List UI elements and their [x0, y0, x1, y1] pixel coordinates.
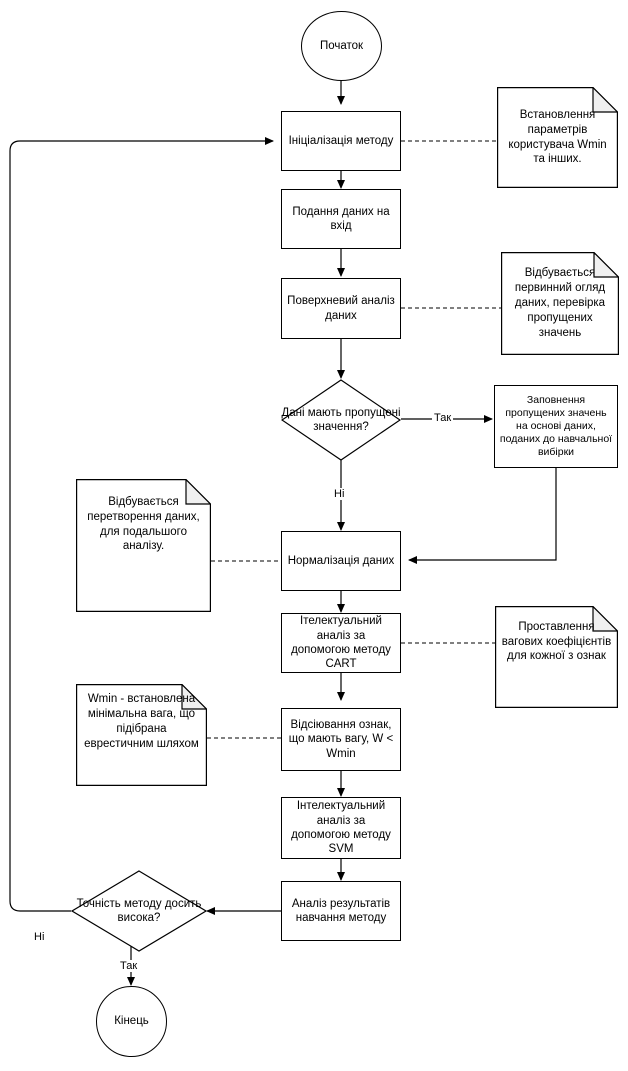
node-input-data[interactable]: Подання даних на вхід	[281, 189, 401, 249]
node-fill-missing-values[interactable]: Заповнення пропущених значень на основі …	[494, 385, 618, 468]
node-end-label: Кінець	[114, 1015, 149, 1028]
note-init-parameters-label: Встановлення параметрів користувача Wmin…	[508, 108, 607, 166]
decision-missing-shape	[281, 379, 401, 461]
node-input-data-label: Подання даних на вхід	[292, 205, 390, 232]
node-normalization[interactable]: Нормалізація даних	[281, 531, 401, 591]
node-decision-accuracy[interactable]: Точність методу досить висока?	[71, 870, 207, 952]
node-decision-accuracy-label: Точність методу досить висока?	[76, 897, 202, 924]
node-surface-analysis[interactable]: Поверхневий аналіз даних	[281, 278, 401, 339]
note-wmin: Wmin - встановлена мінімальна вага, що п…	[76, 684, 207, 786]
note-surface-analysis-shape	[501, 252, 619, 355]
note-normalization: Відбувається перетворення даних, для под…	[76, 479, 211, 612]
note-cart-weights: Проставлення вагових коефіцієнтів для ко…	[495, 606, 618, 708]
node-decision-missing-values[interactable]: Дані мають пропущені значення?	[281, 379, 401, 461]
edge-label-missing-no: Ні	[332, 488, 347, 500]
note-surface-analysis: Відбувається первинний огляд даних, пере…	[501, 252, 619, 355]
node-feature-filtering-label: Відсіювання ознак, що мають вагу, W < Wm…	[288, 718, 394, 760]
node-decision-missing-values-label: Дані мають пропущені значення?	[281, 406, 401, 433]
node-surface-analysis-label: Поверхневий аналіз даних	[287, 295, 395, 322]
node-feature-filtering[interactable]: Відсіювання ознак, що мають вагу, W < Wm…	[281, 708, 401, 771]
node-init[interactable]: Ініціалізація методу	[281, 111, 401, 171]
note-wmin-label: Wmin - встановлена мінімальна вага, що п…	[84, 693, 199, 750]
node-init-label: Ініціалізація методу	[288, 134, 394, 147]
node-cart-analysis-label: Ітелектуальний аналіз за допомогою метод…	[291, 615, 391, 671]
node-cart-analysis[interactable]: Ітелектуальний аналіз за допомогою метод…	[281, 613, 401, 673]
node-start[interactable]: Початок	[301, 11, 382, 81]
note-normalization-label: Відбувається перетворення даних, для под…	[87, 495, 200, 553]
node-analyze-results-label: Аналіз результатів навчання методу	[291, 897, 391, 924]
edge-label-missing-yes: Так	[432, 412, 454, 424]
node-svm-analysis-label: Інтелектуальний аналіз за допомогою мето…	[291, 800, 391, 856]
note-surface-analysis-label: Відбувається первинний огляд даних, пере…	[514, 267, 606, 339]
note-cart-weights-shape	[495, 606, 618, 708]
decision-accuracy-shape	[71, 870, 207, 952]
note-cart-weights-label: Проставлення вагових коефіцієнтів для ко…	[501, 620, 612, 663]
node-fill-missing-values-label: Заповнення пропущених значень на основі …	[499, 393, 613, 459]
node-normalization-label: Нормалізація даних	[287, 554, 395, 567]
note-init-parameters: Встановлення параметрів користувача Wmin…	[497, 87, 618, 188]
note-init-parameters-shape	[497, 87, 618, 188]
node-svm-analysis[interactable]: Інтелектуальний аналіз за допомогою мето…	[281, 797, 401, 859]
edge-label-accuracy-no: Ні	[32, 931, 47, 943]
edge-label-accuracy-yes: Так	[118, 960, 140, 972]
node-end[interactable]: Кінець	[96, 986, 167, 1057]
node-analyze-results[interactable]: Аналіз результатів навчання методу	[281, 881, 401, 941]
note-normalization-shape	[76, 479, 211, 612]
note-wmin-shape	[76, 684, 207, 786]
node-start-label: Початок	[319, 39, 364, 52]
